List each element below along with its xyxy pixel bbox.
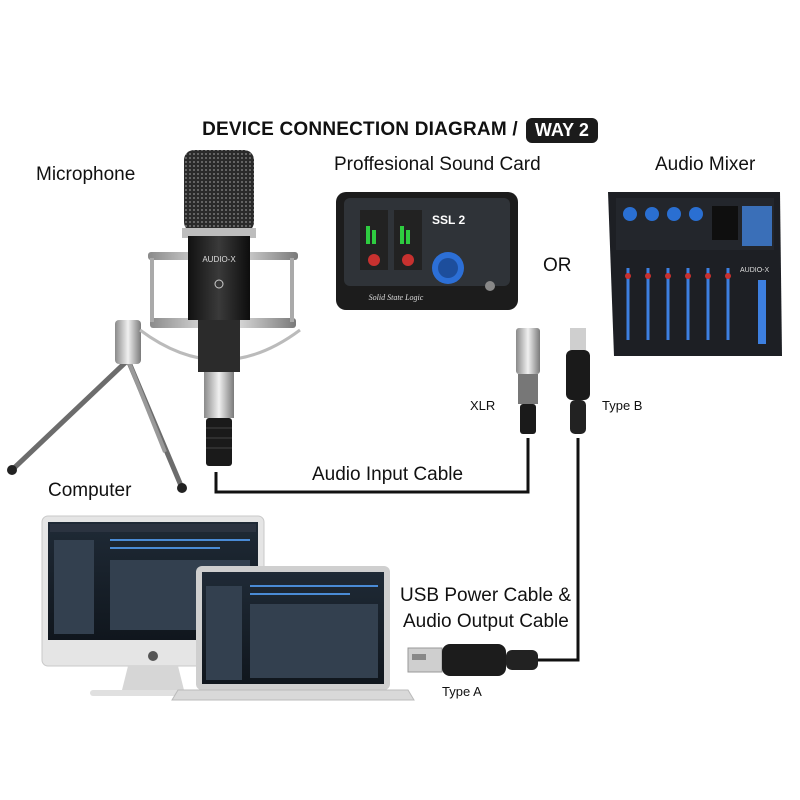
usb-cable [538,438,580,662]
sound-card-label: Proffesional Sound Card [334,154,541,175]
usb-cable-label-line1: USB Power Cable & [400,585,572,606]
usb-cable-label-line2: Audio Output Cable [403,611,569,632]
usb-type-b-connector-image [566,328,590,434]
usb-type-a-connector-image [407,644,538,676]
mixer-brand-text: AUDIO-X [740,267,770,274]
type-a-label: Type A [442,684,482,699]
mixer-label: Audio Mixer [655,154,756,175]
sound-card-brand-text: Solid State Logic [369,293,424,302]
mixer-image: AUDIO-X [608,192,782,356]
or-label: OR [543,255,572,276]
diagram-title: DEVICE CONNECTION DIAGRAM / WAY 2 [0,116,800,144]
laptop-image [171,566,415,701]
sound-card-image: SSL 2 Solid State Logic [336,192,518,310]
title-text: DEVICE CONNECTION DIAGRAM / [202,119,518,140]
microphone-label: Microphone [36,164,136,185]
microphone-image: AUDIO-X [7,150,301,493]
type-b-label: Type B [602,398,643,413]
way-badge: WAY 2 [525,117,598,143]
xlr-connector-image [516,328,540,434]
xlr-label: XLR [470,398,496,413]
sound-card-model-text: SSL 2 [432,213,465,227]
audio-input-cable [214,438,530,494]
mic-brand-text: AUDIO-X [202,255,236,264]
audio-input-cable-label: Audio Input Cable [312,464,464,485]
computer-label: Computer [48,480,132,501]
